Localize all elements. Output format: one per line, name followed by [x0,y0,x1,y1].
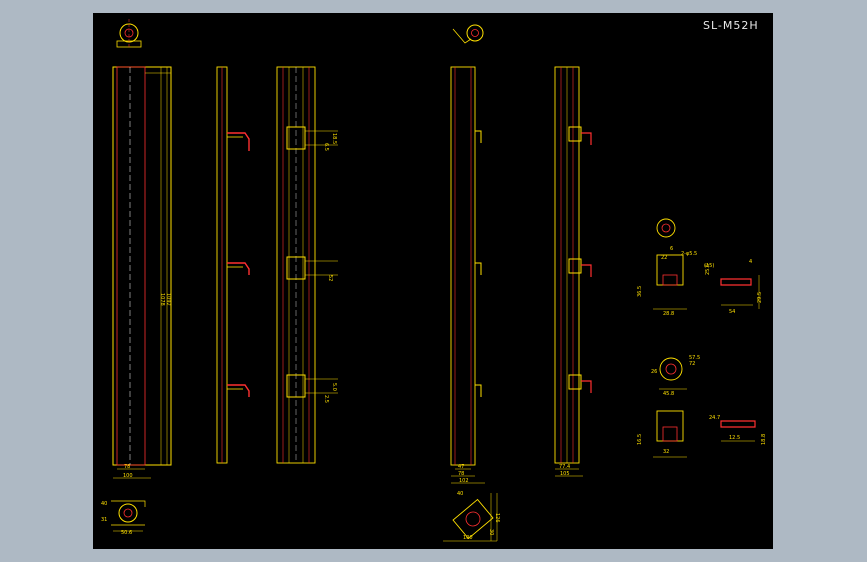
dim-d-31: 31 [101,517,107,523]
dim-w-100: 100 [123,473,133,479]
dim-len-a: 1078 [159,293,165,306]
dim-p-22: 22 [661,255,667,261]
dim-d-126: 126 [494,513,500,523]
drawing-canvas: SL-M52H 78 100 1078 1092 [93,13,773,549]
dim-p-52: 52 [327,275,333,281]
dim-p-25: 2.5 [323,395,329,403]
dim-p-60: 6 [670,246,673,252]
dim-d-40: 40 [101,501,107,507]
profile-front-view-2: 6.5 18.5 52 2.5 5.0 [276,66,338,464]
dim-p-165: 16.5 [637,434,643,445]
dim-p-72: 72 [689,361,695,367]
dim-d-50: 50.6 [121,530,132,536]
dim-p-24: 24.7 [709,415,720,421]
detail-carriage-2: 57.5 72 26 45.8 32 16.5 12.5 24.7 18.8 [637,355,767,458]
profile-end-view-top-right [452,24,484,44]
dim-d-100: 100 [463,535,473,541]
dim-p-50: 5.0 [331,383,337,391]
dim-w-77: 77.4 [559,464,570,470]
detail-carriage-1: 6 2-φ5.5 22 28.8 36.5 (15) 54 4 29.5 25.… [637,218,763,317]
dim-p-188: 18.8 [761,434,767,445]
profile-front-view-1: 78 100 1078 1092 [112,66,172,479]
dim-w-78: 78 [124,464,130,470]
dim-p-575: 57.5 [689,355,700,361]
dim-w-102: 102 [459,478,469,484]
dim-p-65: 6.5 [323,143,329,151]
dim-d-40b: 40 [457,491,463,497]
profile-end-view-bottom-right: 40 126 100 30 [443,491,500,542]
dim-p-32: 32 [663,449,669,455]
dim-p-185: 18.5 [331,133,337,144]
dim-p-255: 25.5 [705,264,711,275]
dim-w-78-b: 78 [458,471,464,477]
profile-front-view-4: 77.4 105 [554,66,592,477]
profile-end-view-bottom-left: 40 31 50.6 [101,500,146,536]
dim-p-4: 4 [749,259,752,265]
dim-p-45: 45.8 [663,391,674,397]
profile-side-view-1 [216,66,250,464]
cad-drawing: 78 100 1078 1092 40 31 50.6 [101,19,767,542]
dim-p-2: 2-φ5.5 [681,251,697,257]
dim-w-105: 105 [560,471,570,477]
dim-d-30: 30 [488,529,494,535]
dim-p-288: 28.8 [663,311,674,317]
dim-p-295: 29.5 [757,292,763,303]
dim-p-26: 26 [651,369,657,375]
dim-len-b: 1092 [165,293,171,306]
drawing-title: SL-M52H [703,19,759,32]
dim-p-15: (15) [704,263,714,269]
dim-p-365: 36.5 [637,286,643,297]
dim-p-54: 54 [729,309,735,315]
profile-end-view-top-left [116,19,142,49]
dim-p-12: 12.5 [729,435,740,441]
dim-w-47: 47 [458,464,464,470]
profile-front-view-3: 47 78 102 [450,66,485,484]
